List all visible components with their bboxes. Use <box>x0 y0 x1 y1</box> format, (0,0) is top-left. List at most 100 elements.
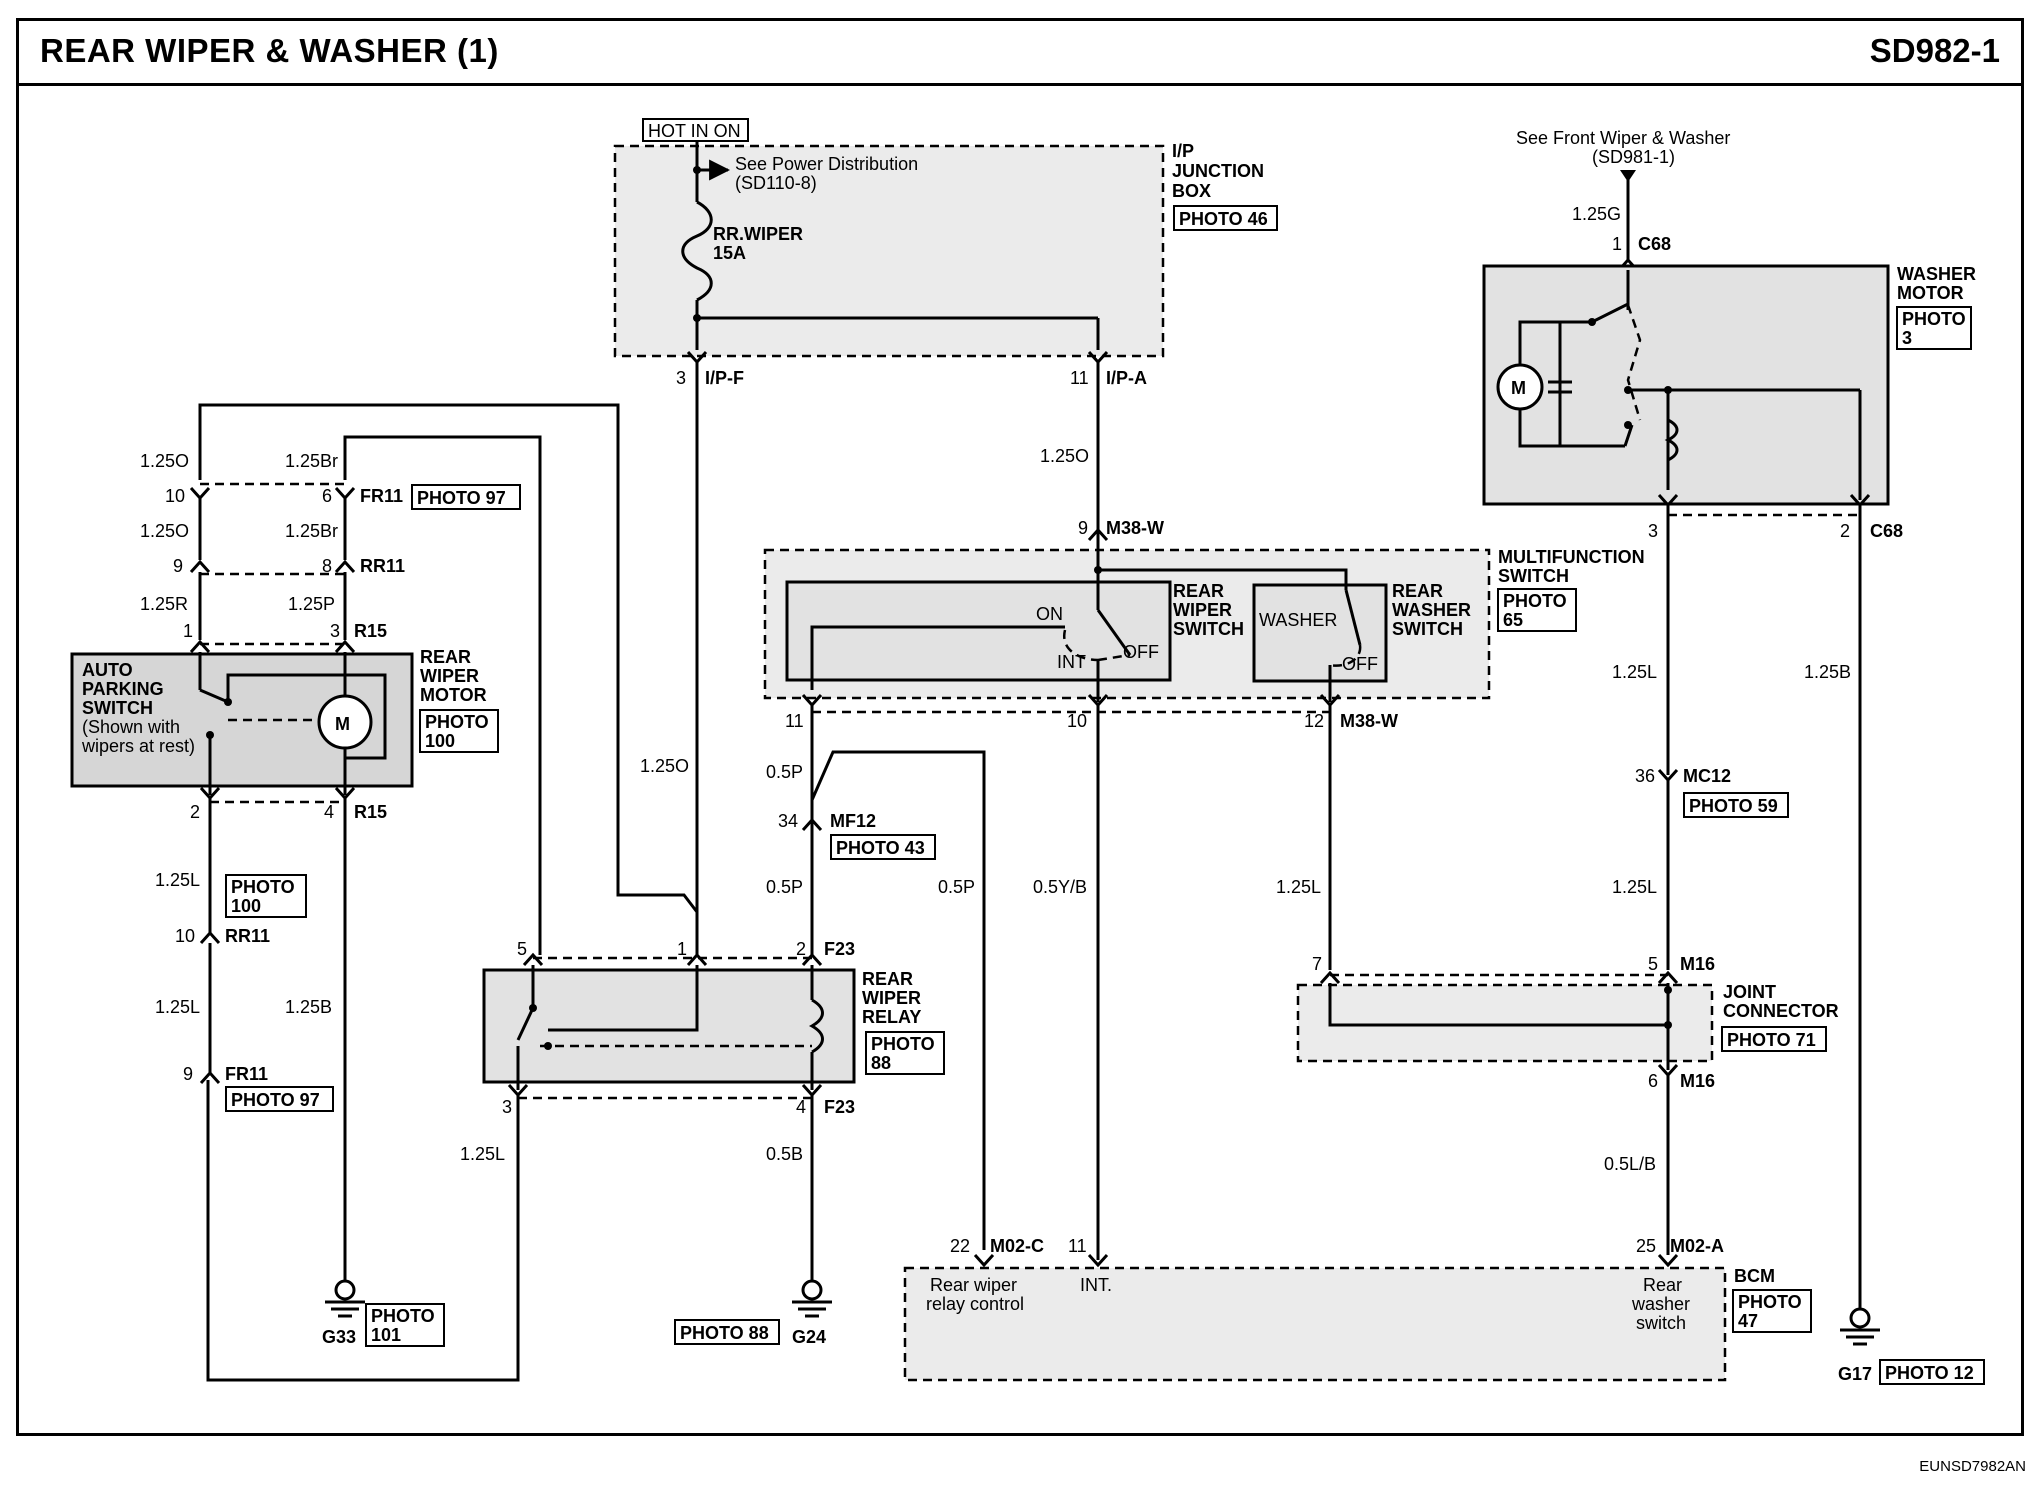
bcm-washer-sw-1: Rear <box>1643 1275 1682 1295</box>
ground-g17: G17 PHOTO 12 <box>1838 1307 1985 1385</box>
front-ref-l2: (SD981-1) <box>1592 147 1675 167</box>
relay-l3: RELAY <box>862 1007 921 1027</box>
rr11-conn: RR11 <box>360 556 405 576</box>
ip-jb-l2: JUNCTION <box>1172 161 1264 181</box>
auto-parking-l4: (Shown with <box>82 717 180 737</box>
bcm-title: BCM <box>1734 1266 1775 1286</box>
washer-conn2: C68 <box>1870 521 1903 541</box>
wire-label-125L-a: 1.25L <box>155 870 200 890</box>
mc12-pin: 36 <box>1635 766 1655 786</box>
motor-pin4: 4 <box>324 802 334 822</box>
mc12-conn: MC12 <box>1683 766 1731 786</box>
wire-label-05LB: 0.5L/B <box>1604 1154 1656 1174</box>
bcm-relay-ctrl-2: relay control <box>926 1294 1024 1314</box>
joint-pin6: 6 <box>1648 1071 1658 1091</box>
relay-conn-top: F23 <box>824 939 855 959</box>
mfs-l2: SWITCH <box>1498 566 1569 586</box>
fuse-name: RR.WIPER <box>713 224 803 244</box>
relay-pin2: 2 <box>796 939 806 959</box>
wiper-sw-int: INT <box>1057 652 1086 672</box>
ip-junction-box: HOT IN ON See Power Distribution (SD110-… <box>613 118 1278 388</box>
washer-sw-off: OFF <box>1342 654 1378 674</box>
washer-motor-l2: MOTOR <box>1897 283 1964 303</box>
bcm-conn-c: M02-C <box>990 1236 1044 1256</box>
rear-motor-l3: MOTOR <box>420 685 487 705</box>
motor-pin2: 2 <box>190 802 200 822</box>
wire-label-125R: 1.25R <box>140 594 188 614</box>
rr11-connector-lower: 10 RR11 <box>175 926 270 946</box>
wire-label-125B: 1.25B <box>285 997 332 1017</box>
wiper-sw-l1: REAR <box>1173 581 1224 601</box>
relay-pin3: 3 <box>502 1097 512 1117</box>
wiper-sw-l2: WIPER <box>1173 600 1232 620</box>
wire-label-125L-c: 1.25L <box>1612 877 1657 897</box>
wire-label-125Br-b: 1.25Br <box>285 521 338 541</box>
bcm-washer-sw-2: washer <box>1631 1294 1690 1314</box>
rear-motor-symbol: M <box>335 714 350 734</box>
joint-l2: CONNECTOR <box>1723 1001 1839 1021</box>
relay-photo-num: 88 <box>871 1053 891 1073</box>
fr11-pin10: 10 <box>165 486 185 506</box>
ip-jb-photo: PHOTO 46 <box>1179 209 1268 229</box>
rr11-lower-pin: 10 <box>175 926 195 946</box>
mc12-connector: 36 MC12 PHOTO 59 <box>1635 766 1789 818</box>
bcm-pin25: 25 <box>1636 1236 1656 1256</box>
wire-loop-a <box>198 403 699 913</box>
joint-conn-top: M16 <box>1680 954 1715 974</box>
ip-jb-l1: I/P <box>1172 141 1194 161</box>
diagram-title: REAR WIPER & WASHER (1) <box>40 32 499 69</box>
washer-motor-symbol: M <box>1511 378 1526 398</box>
fr11-lower-pin: 9 <box>183 1064 193 1084</box>
wire-label-05B: 0.5B <box>766 1144 803 1164</box>
washer-pin3: 3 <box>1648 521 1658 541</box>
fr11-pin6: 6 <box>322 486 332 506</box>
joint-connector: 7 5 M16 6 M16 JOINT CONNECTOR PHOTO 71 <box>1296 954 1839 1091</box>
rear-wiper-motor: 1 3 R15 M AUTO PARKING SWITCH (Shown wit… <box>70 621 499 822</box>
bcm-photo-num: 47 <box>1738 1311 1758 1331</box>
wiper-sw-off: OFF <box>1123 642 1159 662</box>
hot-in-on-label: HOT IN ON <box>648 121 741 141</box>
mf12-conn: MF12 <box>830 811 876 831</box>
washer-pin1: 1 <box>1612 234 1622 254</box>
washer-sw-l1: REAR <box>1392 581 1443 601</box>
washer-motor: M WASHER MOTOR PHOTO 3 3 2 C68 <box>1482 264 1976 541</box>
joint-photo: PHOTO 71 <box>1727 1030 1816 1050</box>
diagram-frame <box>16 18 2024 1436</box>
auto-parking-l2: PARKING <box>82 679 164 699</box>
joint-conn-bottom: M16 <box>1680 1071 1715 1091</box>
rr11-pin9: 9 <box>173 556 183 576</box>
auto-parking-l5: wipers at rest) <box>81 736 195 756</box>
multifunction-switch: 9 M38-W ON INT OFF REAR WIPER SWITCH WAS… <box>763 518 1645 731</box>
ip-f-pin: 3 <box>676 368 686 388</box>
rr11-lower-conn: RR11 <box>225 926 270 946</box>
wire-label-125L-sw: 1.25L <box>1276 877 1321 897</box>
ip-a-conn: I/P-A <box>1106 368 1147 388</box>
relay-pin4: 4 <box>796 1097 806 1117</box>
mf12-connector: 34 MF12 PHOTO 43 <box>778 811 936 860</box>
joint-l1: JOINT <box>1723 982 1776 1002</box>
ground-g24: G24 PHOTO 88 <box>674 1279 832 1347</box>
relay-l1: REAR <box>862 969 913 989</box>
rr11-pin8: 8 <box>322 556 332 576</box>
relay-conn-bottom: F23 <box>824 1097 855 1117</box>
washer-pin2: 2 <box>1840 521 1850 541</box>
mfs-pin12: 12 <box>1304 711 1324 731</box>
bcm-int: INT. <box>1080 1275 1112 1295</box>
ip-jb-l3: BOX <box>1172 181 1211 201</box>
motor-pin3: 3 <box>330 621 340 641</box>
g24-label: G24 <box>792 1327 826 1347</box>
mfs-pin10: 10 <box>1067 711 1087 731</box>
g24-photo: PHOTO 88 <box>680 1323 769 1343</box>
auto-parking-l1: AUTO <box>82 660 133 680</box>
fr11-connector-upper: 1.25O 1.25Br 10 6 FR11 PHOTO 97 <box>140 451 521 510</box>
washer-photo: PHOTO <box>1902 309 1966 329</box>
wire-label-125L-b: 1.25L <box>155 997 200 1017</box>
fr11-photo: PHOTO 97 <box>417 488 506 508</box>
mfs-l1: MULTIFUNCTION <box>1498 547 1645 567</box>
rear-motor-l1: REAR <box>420 647 471 667</box>
wire-label-125O-ip: 1.25O <box>1040 446 1089 466</box>
see-power-ref: (SD110-8) <box>735 173 817 193</box>
washer-sw-label: WASHER <box>1259 610 1337 630</box>
wire-label-125O-a: 1.25O <box>140 451 189 471</box>
